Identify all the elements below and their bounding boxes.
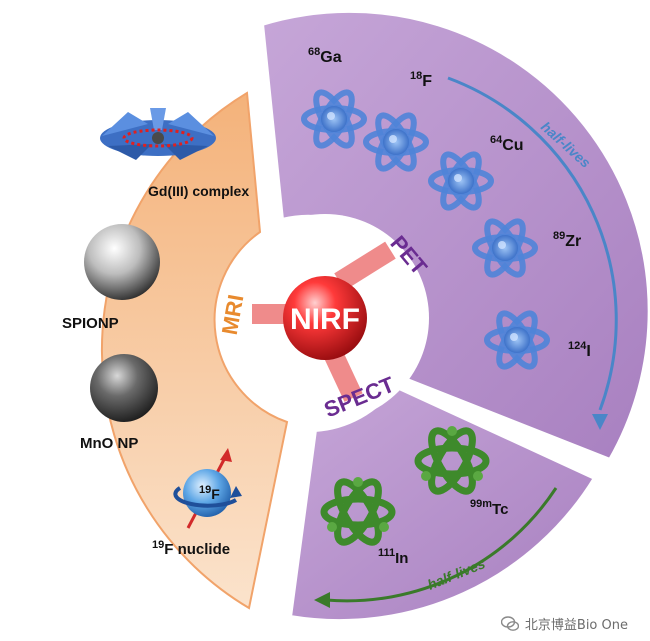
pet-nuclide-label: Cu — [502, 137, 523, 154]
pet-nuclide-label: I — [586, 343, 590, 360]
spect-sector — [287, 383, 598, 624]
svg-text:64Cu: 64Cu — [490, 134, 524, 154]
svg-text:68Ga: 68Ga — [308, 46, 342, 66]
f19-sphere-label: F — [211, 486, 220, 502]
mri-sector — [100, 91, 289, 610]
svg-text:111In: 111In — [378, 547, 408, 567]
spect-arrowhead — [314, 592, 330, 608]
pet-nuclide-label: Ga — [320, 49, 341, 66]
svg-text:19F: 19F — [199, 484, 220, 502]
pet-connector — [334, 241, 396, 291]
svg-text:99mTc: 99mTc — [470, 498, 508, 518]
pet-nuclide-sup: 68 — [308, 46, 320, 58]
spect-nuclide-sup: 111 — [378, 547, 395, 559]
spect-nuclide-label: Tc — [492, 501, 508, 518]
nirf-sphere — [283, 276, 367, 360]
svg-text:89Zr: 89Zr — [553, 230, 581, 250]
dark-sphere-icon — [90, 354, 158, 422]
f19-sphere-sup: 19 — [199, 484, 211, 496]
pet-half-lives-arrow — [447, 76, 618, 411]
gd-complex-label: Gd(III) complex — [148, 183, 249, 199]
spinning-sphere-icon — [173, 448, 242, 529]
silver-sphere-icon — [84, 224, 160, 300]
pet-nuclide-label: Zr — [565, 233, 581, 250]
svg-text:19F nuclide: 19F nuclide — [152, 539, 230, 558]
spect-connector — [323, 348, 363, 402]
f19-nuclide-label: F nuclide — [164, 541, 230, 558]
watermark-text: 北京博益Bio One — [524, 618, 628, 633]
spect-nuclide-label: In — [395, 550, 408, 567]
gd-complex-molecule-icon — [100, 108, 216, 160]
pet-arrowhead — [592, 414, 608, 430]
spect-nuclide-sup: 99m — [470, 498, 492, 510]
pet-nuclide-sup: 18 — [410, 70, 422, 82]
watermark: 北京博益Bio One — [500, 614, 628, 633]
svg-text:18F: 18F — [410, 70, 432, 90]
pet-nuclide-sup: 89 — [553, 230, 565, 242]
svg-text:124I: 124I — [568, 340, 591, 360]
spionp-label: SPIONP — [62, 315, 119, 332]
wechat-icon — [500, 615, 519, 631]
pet-nuclide-label: F — [422, 73, 432, 90]
spect-half-lives-arrow — [325, 487, 558, 603]
nirf-label: NIRF — [290, 303, 360, 336]
pet-nuclide-sup: 64 — [490, 134, 503, 146]
f19-nuclide-sup: 19 — [152, 539, 164, 551]
pet-nuclide-sup: 124 — [568, 340, 587, 352]
mno-label: MnO NP — [80, 435, 138, 452]
